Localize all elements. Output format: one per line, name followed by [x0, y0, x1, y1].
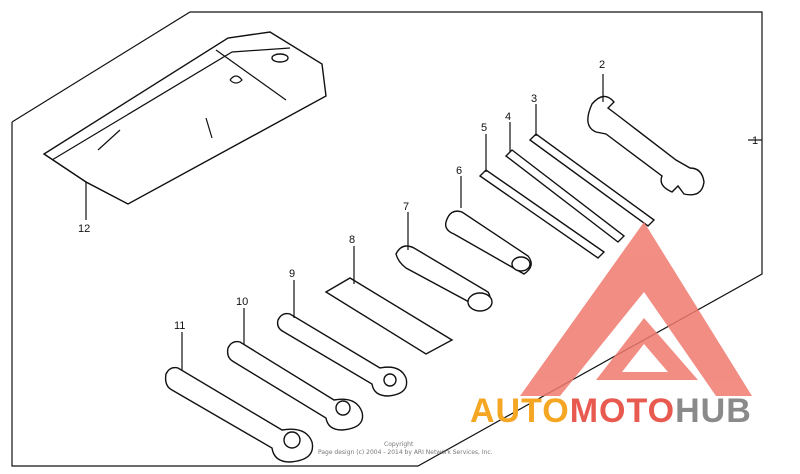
- callout-4: 4: [505, 111, 511, 123]
- diagram-frame: [11, 11, 763, 467]
- copyright-line-2: Page design (c) 2004 - 2014 by ARI Netwo…: [318, 449, 493, 456]
- box-wrench-9: [276, 280, 408, 397]
- callout-7: 7: [403, 201, 409, 213]
- callout-5: 5: [481, 122, 487, 134]
- box-wrench-10: [226, 308, 364, 431]
- flat-bar: [324, 246, 454, 355]
- plug-wrench: [395, 212, 493, 312]
- callout-9: 9: [289, 268, 295, 280]
- watermark-part-auto: AUTO: [470, 392, 570, 430]
- screwdriver-handle: [444, 176, 532, 275]
- callout-1: 1: [752, 135, 758, 147]
- callout-8: 8: [349, 234, 355, 246]
- screwdriver-bits: [478, 104, 656, 259]
- watermark-part-hub: HUB: [675, 392, 752, 430]
- open-end-wrench: [587, 74, 705, 196]
- callout-10: 10: [236, 296, 248, 308]
- callout-6: 6: [456, 165, 462, 177]
- callout-3: 3: [531, 93, 537, 105]
- watermark-part-moto: MOTO: [570, 392, 675, 430]
- copyright-line-1: Copyright: [384, 441, 414, 448]
- tool-bag: [42, 31, 327, 220]
- watermark-triangle: [520, 222, 752, 396]
- watermark-text: AUTOMOTOHUB: [470, 392, 752, 430]
- callout-12: 12: [78, 223, 90, 235]
- box-wrench-11: [164, 332, 314, 463]
- callout-2: 2: [599, 59, 605, 71]
- callout-11: 11: [174, 320, 185, 332]
